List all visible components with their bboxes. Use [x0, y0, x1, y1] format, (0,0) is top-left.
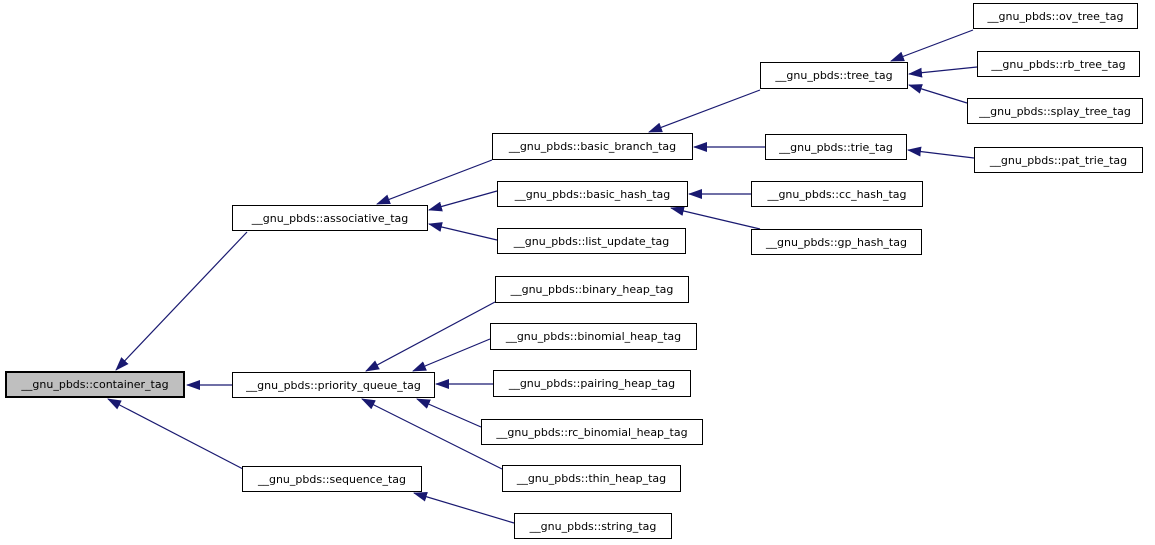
- edge-associative-tag-to-container-tag: [115, 231, 248, 371]
- node-ov-tree-tag[interactable]: __gnu_pbds::ov_tree_tag: [973, 3, 1138, 29]
- node-priority-queue-tag[interactable]: __gnu_pbds::priority_queue_tag: [232, 372, 435, 398]
- edge-gp-hash-tag-to-basic-hash-tag: [670, 206, 761, 230]
- node-thin-heap-tag[interactable]: __gnu_pbds::thin_heap_tag: [502, 465, 681, 492]
- node-basic-branch-tag[interactable]: __gnu_pbds::basic_branch_tag: [492, 133, 693, 160]
- edge-sequence-tag-to-container-tag: [107, 398, 244, 470]
- node-binomial-heap-tag[interactable]: __gnu_pbds::binomial_heap_tag: [490, 323, 697, 350]
- node-pairing-heap-tag[interactable]: __gnu_pbds::pairing_heap_tag: [493, 370, 691, 397]
- edge-basic-hash-tag-to-associative-tag: [428, 190, 498, 212]
- edge-string-tag-to-sequence-tag: [413, 491, 515, 524]
- edge-thin-heap-tag-to-priority-queue-tag: [361, 398, 503, 470]
- node-sequence-tag[interactable]: __gnu_pbds::sequence_tag: [242, 466, 422, 492]
- edge-basic-branch-tag-to-associative-tag: [376, 159, 493, 205]
- node-container-tag[interactable]: __gnu_pbds::container_tag: [5, 371, 185, 398]
- node-cc-hash-tag[interactable]: __gnu_pbds::cc_hash_tag: [751, 181, 923, 207]
- node-basic-hash-tag[interactable]: __gnu_pbds::basic_hash_tag: [497, 181, 688, 207]
- node-list-update-tag[interactable]: __gnu_pbds::list_update_tag: [497, 228, 686, 254]
- edge-rb-tree-tag-to-tree-tag: [908, 66, 978, 78]
- node-pat-trie-tag[interactable]: __gnu_pbds::pat_trie_tag: [974, 147, 1143, 173]
- node-tree-tag[interactable]: __gnu_pbds::tree_tag: [760, 62, 908, 89]
- edge-splay-tree-tag-to-tree-tag: [908, 84, 968, 104]
- node-associative-tag[interactable]: __gnu_pbds::associative_tag: [232, 205, 428, 231]
- node-rc-binomial-heap-tag[interactable]: __gnu_pbds::rc_binomial_heap_tag: [481, 419, 703, 445]
- edge-ov-tree-tag-to-tree-tag: [890, 29, 974, 62]
- edge-list-update-tag-to-associative-tag: [428, 222, 498, 241]
- node-trie-tag[interactable]: __gnu_pbds::trie_tag: [765, 134, 907, 160]
- node-rb-tree-tag[interactable]: __gnu_pbds::rb_tree_tag: [977, 51, 1140, 77]
- node-gp-hash-tag[interactable]: __gnu_pbds::gp_hash_tag: [751, 229, 922, 255]
- node-string-tag[interactable]: __gnu_pbds::string_tag: [514, 513, 672, 539]
- edge-pat-trie-tag-to-trie-tag: [907, 146, 975, 159]
- edge-tree-tag-to-basic-branch-tag: [648, 89, 761, 133]
- node-splay-tree-tag[interactable]: __gnu_pbds::splay_tree_tag: [967, 98, 1143, 124]
- edge-binary-heap-tag-to-priority-queue-tag: [365, 301, 496, 372]
- edge-rc-binomial-heap-tag-to-priority-queue-tag: [416, 398, 482, 428]
- edge-binomial-heap-tag-to-priority-queue-tag: [412, 338, 491, 372]
- node-binary-heap-tag[interactable]: __gnu_pbds::binary_heap_tag: [495, 276, 689, 303]
